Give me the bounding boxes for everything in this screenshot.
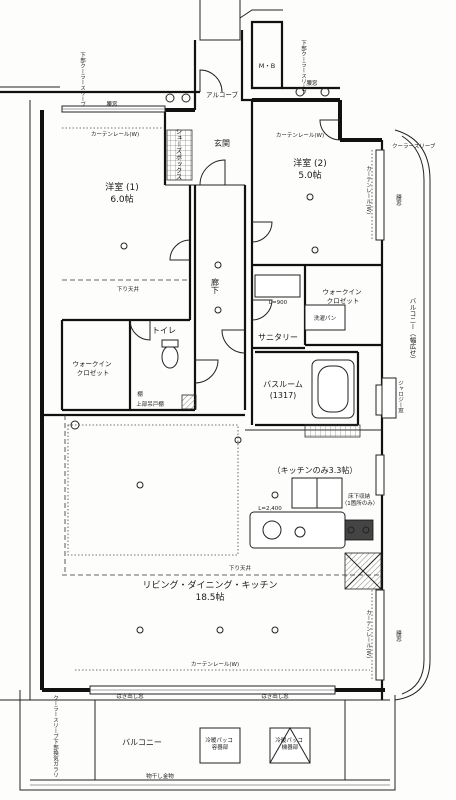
bathroom-name: バスルーム — [263, 380, 303, 389]
balcony-east-label: バルコニー（幅広せ） — [408, 297, 416, 362]
sweep-window-label-1: はき出し窓 — [116, 692, 144, 700]
curtain-rail-label-5: カーテンレール(W) — [365, 610, 372, 658]
ldk-name: リビング・ダイニング・キッチン — [142, 579, 277, 591]
curtain-rail-label-4: カーテンレール(W) — [365, 166, 372, 214]
walkin2-line1: ウォークイン — [322, 288, 361, 296]
ac1-line2: 容器部 — [212, 743, 229, 751]
curtain-rail-label-3: カーテンレール(W) — [191, 661, 239, 668]
western1-name: 洋室 (1) — [105, 181, 139, 193]
exterior-walls — [0, 0, 431, 791]
western2-name: 洋室 (2) — [293, 157, 327, 169]
hallway-label: 廊下 — [211, 277, 220, 295]
walkin1-label: ウォークイン クロゼット — [72, 360, 113, 377]
underfloor-storage-label: 床下収納 （1箇所のみ） — [342, 492, 379, 507]
western2-size: 5.0帖 — [298, 169, 321, 181]
cooler-sleeve-right-label: クーラースリーブ — [392, 142, 436, 150]
lowered-ceiling-label-2: 下り天井 — [229, 564, 252, 572]
sanitary-label: サニタリー — [258, 333, 298, 342]
cooler-sleeve-bottom-label: クーラースリーブ下部換気ガラリ — [52, 695, 59, 778]
sweep-window-label-2: はき出し窓 — [261, 692, 289, 700]
lw2400-label: L=2,400 — [258, 506, 282, 512]
shelf-label: 棚 — [137, 390, 143, 398]
cooler-sleeve-top-label: 下部クーラースリーブ — [79, 52, 86, 108]
doors — [129, 69, 341, 384]
ac1-line1: 冷暖パッコ — [205, 736, 233, 744]
genkan-label: 玄関 — [214, 138, 230, 148]
walkin2-line2: クロゼット — [327, 296, 360, 305]
ldk-size: 18.5帖 — [195, 591, 224, 603]
drawer-door-label: 上部吊戸棚 — [136, 400, 164, 408]
cooler-sleeve-top2-label: 下部クーラースリーブ — [300, 40, 307, 96]
fixtures — [70, 87, 397, 780]
toilet-label: トイレ — [152, 326, 176, 335]
shoes-box-label: シューズボックス — [174, 128, 182, 180]
walkin1-line2: クロゼット — [77, 368, 110, 377]
window-east2-label: 腰窓 — [395, 630, 402, 642]
washer-pan-label: 洗濯パン — [314, 314, 337, 322]
walkin1-line1: ウォークイン — [72, 360, 111, 368]
walkin2-label: ウォークイン クロゼット — [322, 288, 363, 305]
balcony-south-label: バルコニー — [122, 738, 162, 747]
ac2-line1: 冷暖パッコ — [275, 736, 303, 744]
ac-outdoor2-label: 冷暖パッコ 機器部 — [275, 736, 304, 751]
lw900-label: L=900 — [269, 300, 288, 306]
window-top2-label: 腰窓 — [306, 79, 318, 87]
underfloor-line2: （1箇所のみ） — [342, 499, 379, 507]
ac2-line2: 機器部 — [282, 743, 299, 751]
hanger-label: 物干し金物 — [146, 772, 174, 780]
underfloor-line1: 床下収納 — [348, 492, 371, 500]
ac-outdoor1-label: 冷暖パッコ 容器部 — [205, 736, 234, 751]
window-top-label: 腰窓 — [106, 100, 118, 108]
mb-label: M・B — [259, 62, 276, 70]
lowered-ceiling-label-1: 下り天井 — [117, 285, 140, 293]
kitchen-only-label: （キッチンのみ3.3帖） — [273, 465, 358, 475]
western1-size: 6.0帖 — [110, 193, 133, 205]
room-labels: 洋室 (1) 6.0帖 洋室 (2) 5.0帖 リビング・ダイニング・キッチン … — [72, 62, 416, 747]
annotation-labels: カーテンレール(W) カーテンレール(W) カーテンレール(W) カーテンレール… — [52, 40, 436, 780]
bathroom-size: (1317) — [270, 391, 297, 400]
curtain-rail-label-2: カーテンレール(W) — [276, 132, 324, 139]
alcove-label: アルコーブ — [206, 90, 238, 99]
curtain-rail-label-1: カーテンレール(W) — [91, 131, 139, 138]
window-east1-label: 腰窓 — [395, 194, 402, 206]
windows — [61, 105, 385, 695]
jalousie-label: ジャロジー窓 — [397, 380, 404, 413]
